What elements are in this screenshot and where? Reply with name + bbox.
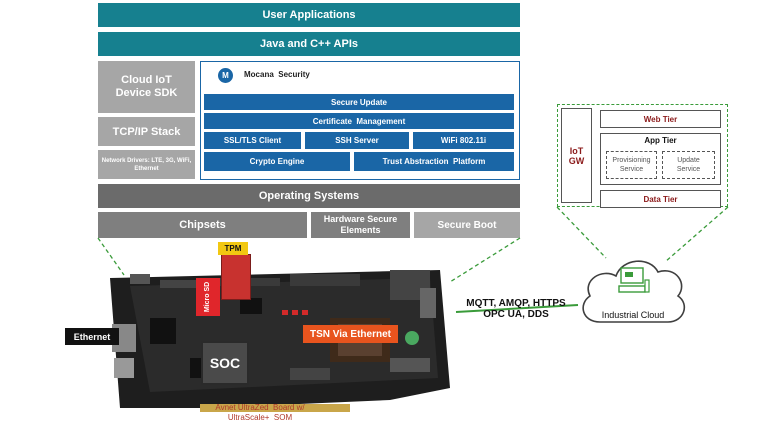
protocols-line2: OPC UA, DDS [483,309,549,320]
tcpip-label: TCP/IP Stack [112,125,181,138]
board-caption-line2: UltraScale+ SOM [227,413,293,422]
provisioning-service-label: Provisioning Service [612,157,651,173]
protocols-text: MQTT, AMQP, HTTPS OPC UA, DDS [456,298,576,320]
trust-abstraction-block: Trust Abstraction Platform [354,152,514,171]
mocana-security-title: Mocana Security [244,70,310,79]
soc-block: SOC [201,341,249,385]
update-service-label: Update Service [676,157,701,173]
iot-gw-block: IoT GW [561,108,592,203]
web-tier-label: Web Tier [643,114,678,124]
wifi-label: WiFi 802.11i [440,136,487,145]
wifi-block: WiFi 802.11i [413,132,514,149]
data-tier-label: Data Tier [643,194,678,204]
chipsets-block: Chipsets [98,212,307,238]
tcpip-block: TCP/IP Stack [98,117,195,146]
network-drivers-label: Network Drivers: LTE, 3G, WiFi, Ethernet [101,157,192,172]
app-tier-label: App Tier [644,136,677,145]
provisioning-service-block: Provisioning Service [606,151,657,179]
operating-systems-layer: Operating Systems [98,184,520,208]
chipsets-label: Chipsets [179,219,226,231]
tsn-label: TSN Via Ethernet [310,328,391,340]
ultrazed-board-illustration [110,270,450,412]
board-caption: Avnet UltraZed Board w/ UltraScale+ SOM [200,403,320,423]
tsn-label-box: TSN Via Ethernet [303,325,398,343]
crypto-engine-block: Crypto Engine [204,152,350,171]
network-drivers-block: Network Drivers: LTE, 3G, WiFi, Ethernet [98,150,195,179]
ssl-tls-label: SSL/TLS Client [223,136,282,145]
tpm-module [221,254,251,300]
hardware-secure-elements-block: Hardware Secure Elements [311,212,410,238]
ethernet-label-box: Ethernet [65,328,119,345]
ssl-tls-block: SSL/TLS Client [204,132,301,149]
computer-icon [618,267,650,293]
ssh-server-block: SSH Server [305,132,409,149]
operating-systems-label: Operating Systems [258,190,360,202]
cloud-sdk-label: Cloud IoT Device SDK [115,74,178,99]
user-applications-layer: User Applications [98,3,520,27]
iot-gw-label: IoT GW [568,145,585,166]
secure-boot-label: Secure Boot [437,219,497,231]
micro-sd-badge: Micro SD [196,278,220,316]
mocana-logo-icon: M [218,68,233,83]
secure-update-block: Secure Update [204,94,514,110]
ethernet-label: Ethernet [73,331,111,342]
hardware-secure-elements-label: Hardware Secure Elements [323,214,398,235]
app-tier-block [600,133,721,185]
trust-abstraction-label: Trust Abstraction Platform [382,157,486,166]
apis-layer: Java and C++ APIs [98,32,520,56]
board-caption-line1: Avnet UltraZed Board w/ [215,403,305,412]
protocols-line1: MQTT, AMQP, HTTPS [466,298,566,309]
certificate-management-label: Certificate Management [312,116,406,126]
data-tier-block: Data Tier [600,190,721,208]
user-applications-label: User Applications [262,9,356,21]
update-service-block: Update Service [662,151,715,179]
secure-boot-block: Secure Boot [414,212,520,238]
tpm-label-box: TPM [218,242,248,255]
web-tier-block: Web Tier [600,110,721,128]
cloud-sdk-block: Cloud IoT Device SDK [98,61,195,113]
soc-label: SOC [209,355,241,371]
crypto-engine-label: Crypto Engine [249,157,305,166]
certificate-management-block: Certificate Management [204,113,514,129]
secure-update-label: Secure Update [330,97,388,107]
ssh-server-label: SSH Server [335,136,379,145]
industrial-cloud-label: Industrial Cloud [601,310,665,320]
micro-sd-label: Micro SD [204,281,211,313]
apis-label: Java and C++ APIs [259,38,359,50]
tpm-label: TPM [224,244,242,253]
